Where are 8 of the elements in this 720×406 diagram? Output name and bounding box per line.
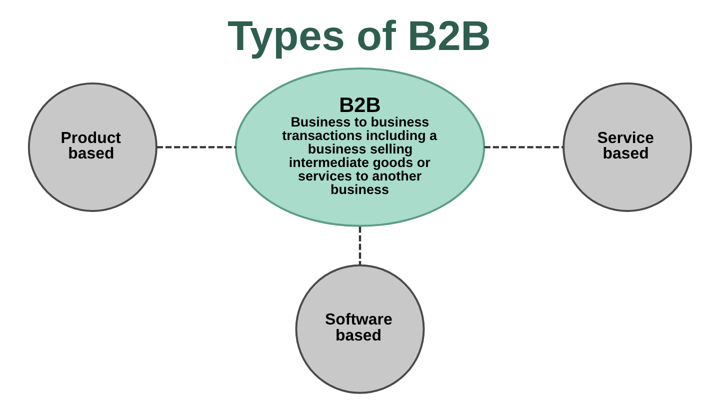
connector [358,226,362,266]
diagram-title: Types of B2B [228,12,491,60]
connector [484,146,564,148]
connector [156,146,236,148]
node-circle: Product based [28,82,158,212]
node-circle: Service based [562,82,692,212]
node-ellipse: B2B Business to business transactions including a business selling intermediate goods or services to another business [234,68,486,227]
node-circle: Software based [295,264,425,394]
